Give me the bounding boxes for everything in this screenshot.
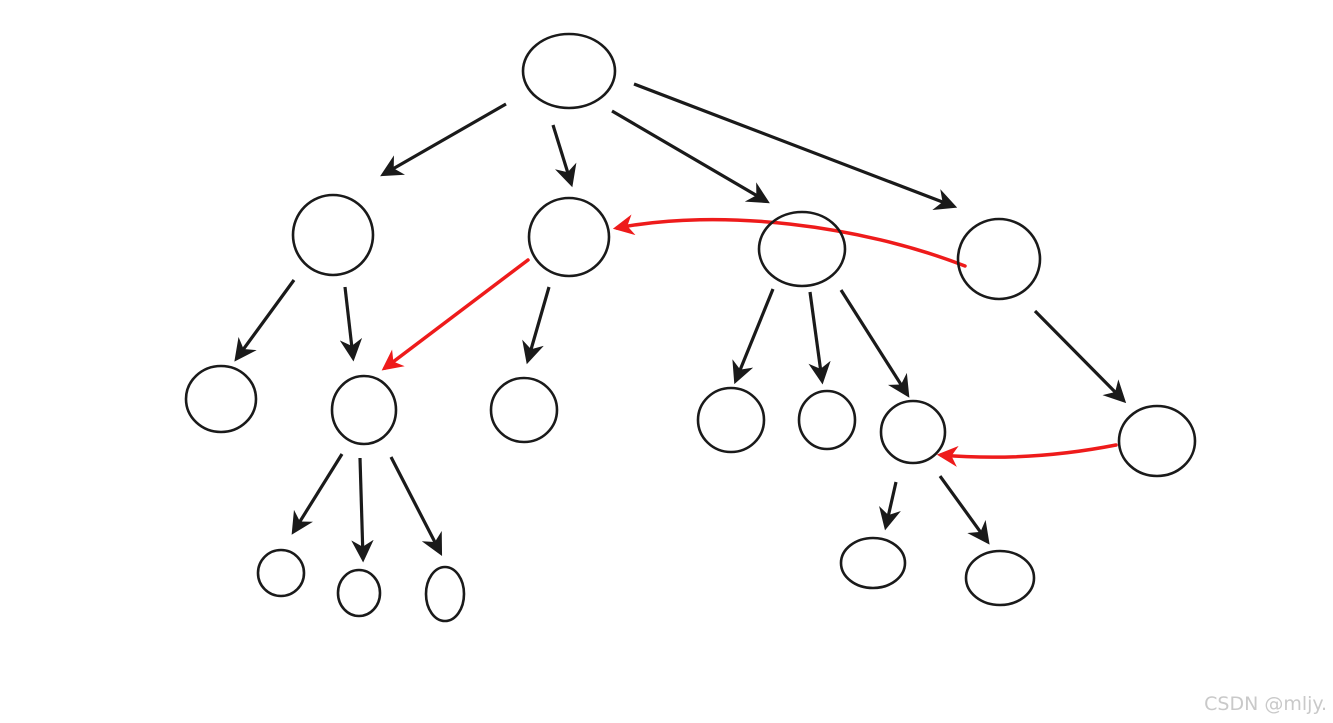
watermark: CSDN @mljy. (1204, 693, 1327, 715)
edge-l1-d-to-l2-d1 (1033, 309, 1127, 404)
node-l2-c1 (696, 386, 766, 454)
node-l1-b (527, 196, 611, 278)
edge-l1-b-to-l2-b1 (522, 286, 551, 365)
edge-l1-a-to-l2-a2 (339, 286, 363, 362)
node-l2-d1 (1117, 404, 1197, 478)
highlight-edge-l1-d-to-l1-b (612, 214, 967, 268)
edge-root-to-l1-c (611, 109, 770, 204)
edge-l1-c-to-l2-c1 (732, 288, 775, 385)
node-l2-a1 (184, 364, 258, 434)
edge-root-to-l1-d (633, 82, 958, 211)
node-root (521, 32, 617, 110)
node-l3-a2-3 (424, 565, 466, 623)
tree-edges (234, 82, 1127, 563)
edge-l2-c3-to-l3-c3-2 (938, 475, 990, 545)
highlight-edge-l1-b-to-l2-a2 (381, 258, 530, 371)
edge-root-to-l1-b (551, 124, 577, 188)
node-l2-a2 (330, 374, 398, 446)
edge-l1-c-to-l2-c3 (839, 289, 910, 398)
edge-l2-c3-to-l3-c3-1 (879, 481, 901, 531)
node-l1-d (956, 217, 1042, 301)
node-l1-a (291, 193, 375, 277)
node-l2-c2 (797, 389, 857, 451)
node-l3-a2-2 (336, 568, 382, 618)
node-l2-c3 (879, 399, 947, 465)
edge-l2-a2-to-l3-a2-2 (351, 457, 374, 563)
edge-l1-c-to-l2-c2 (808, 291, 831, 385)
edge-root-to-l1-a (380, 102, 507, 177)
node-l3-a2-1 (256, 548, 306, 598)
highlight-edge-l2-d1-to-l2-c3 (936, 443, 1118, 467)
node-l1-c (757, 210, 847, 288)
edge-l1-a-to-l2-a1 (234, 279, 296, 362)
node-l2-b1 (489, 376, 559, 444)
tree-nodes (184, 32, 1197, 623)
highlight-edges (381, 214, 1118, 467)
edge-l2-a2-to-l3-a2-3 (389, 456, 443, 556)
node-l3-c3-1 (839, 536, 907, 590)
edge-l2-a2-to-l3-a2-1 (291, 453, 344, 535)
node-l3-c3-2 (964, 549, 1036, 607)
